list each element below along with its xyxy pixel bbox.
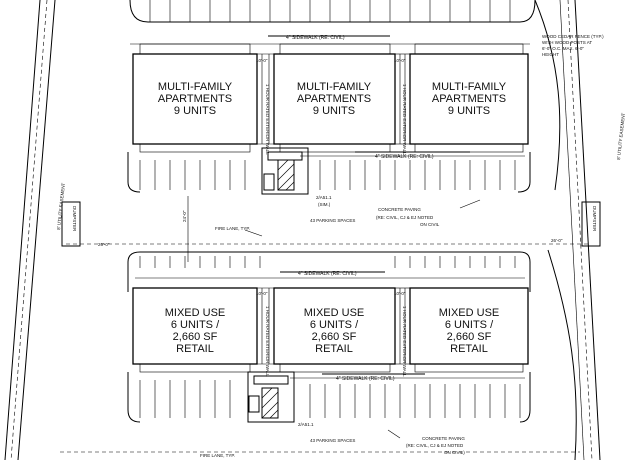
- dumpster-left: DUMPSTER: [61, 201, 81, 247]
- sidewalk-mid: 4" SIDEWALK (RE: CIVIL): [300, 151, 525, 160]
- building-top-2: [273, 53, 396, 145]
- svg-text:WOOD CEDAR FENCE (TYP.): WOOD CEDAR FENCE (TYP.): [542, 34, 604, 39]
- rated-wall-label-t2: 1 HOUR RATED EXTERIOR WALL: [402, 84, 407, 155]
- dim-24: 24'-0": [182, 210, 187, 222]
- building-top-3-line2: APARTMENTS: [432, 93, 506, 105]
- sidewalk-top: 4" SIDEWALK (RE: CIVIL): [130, 35, 530, 45]
- fire-lane-label-bottom: FIRE LANE, TYP.: [200, 453, 235, 458]
- parking-row-mid-top: [127, 152, 531, 193]
- dumpster-right: DUMPSTER: [581, 201, 601, 247]
- building-bottom-3-line2: 6 UNITS /: [445, 319, 494, 331]
- building-bottom-1: [132, 287, 258, 365]
- building-bottom-3: [409, 287, 529, 365]
- building-bottom-3-line3: 2,660 SF: [447, 331, 492, 343]
- building-bottom-3-line4: RETAIL: [450, 343, 488, 355]
- parking-row-top: [129, 0, 536, 23]
- easement-left: 8' UTILITY EASEMENT: [56, 182, 66, 230]
- building-bottom-1-line4: RETAIL: [176, 343, 214, 355]
- paving-note-2: (RE: CIVIL, CJ & EJ NOTED: [376, 215, 434, 220]
- paving-note-b2: (RE: CIVIL, CJ & EJ NOTED: [406, 443, 464, 448]
- building-bottom-1-line1: MIXED USE: [165, 307, 226, 319]
- drive-aisle: 24'-0" 26'-0" 26'-0" FIRE LANE, TYP. 43 …: [66, 196, 590, 262]
- building-block-top: 1 HOUR RATED EXTERIOR WALL 1 HOUR RATED …: [132, 43, 529, 155]
- rated-wall-label-b1: 1 HOUR RATED EXTERIOR WALL: [265, 306, 270, 377]
- building-bottom-3-line1: MIXED USE: [439, 307, 500, 319]
- building-bottom-2-line4: RETAIL: [315, 343, 353, 355]
- detail-ref-bottom: 2/A51.1: [298, 422, 314, 427]
- sidewalk-lower: 4" SIDEWALK (RE: CIVIL): [135, 271, 525, 279]
- site-boundary: [4, 0, 601, 460]
- fence-note: WOOD CEDAR FENCE (TYP.) WITH WOOD POSTS …: [542, 34, 604, 57]
- parking-count-top: 43 PARKING SPACES: [310, 218, 355, 223]
- fire-lane-label: FIRE LANE, TYP.: [215, 226, 250, 231]
- sidewalk-label-mid: 4" SIDEWALK (RE: CIVIL): [375, 154, 434, 160]
- paving-note-b3: ON CIVIL): [444, 450, 465, 455]
- svg-text:6'-0" O.C. MAX. 6'-0": 6'-0" O.C. MAX. 6'-0": [542, 46, 584, 51]
- building-bottom-2-line3: 2,660 SF: [312, 331, 357, 343]
- svg-text:HEIGHT: HEIGHT: [542, 52, 559, 57]
- building-top-3: [409, 53, 529, 145]
- building-top-1-line1: MULTI-FAMILY: [158, 81, 233, 93]
- bottom-notes: 43 PARKING SPACES CONCRETE PAVING (RE: C…: [60, 429, 580, 458]
- building-top-1: [132, 53, 258, 145]
- dumpster-label-right: DUMPSTER: [592, 206, 597, 232]
- building-bottom-1-line3: 2,660 SF: [173, 331, 218, 343]
- wall-dim-b2: 10'-0": [394, 291, 406, 296]
- dumpster-enclosure-top: 2/A51.1 (SIM.): [261, 147, 332, 207]
- building-bottom-2-line1: MIXED USE: [304, 307, 365, 319]
- dim-26-right: 26'-0": [551, 238, 563, 243]
- building-top-2-line2: APARTMENTS: [297, 93, 371, 105]
- building-top-1-line2: APARTMENTS: [158, 93, 232, 105]
- building-top-2-line1: MULTI-FAMILY: [297, 81, 372, 93]
- building-top-2-line3: 9 UNITS: [313, 105, 355, 117]
- building-top-3-line3: 9 UNITS: [448, 105, 490, 117]
- building-bottom-1-line2: 6 UNITS /: [171, 319, 220, 331]
- building-block-bottom: 1 HOUR RATED EXTERIOR WALL 1 HOUR RATED …: [132, 287, 529, 377]
- rated-wall-label-t1: 1 HOUR RATED EXTERIOR WALL: [265, 84, 270, 155]
- building-top-1-line3: 9 UNITS: [174, 105, 216, 117]
- dumpster-label-left: DUMPSTER: [72, 206, 77, 232]
- sidewalk-bottom: 4" SIDEWALK (RE: CIVIL): [290, 373, 525, 382]
- easement-right: 8' UTILITY EASEMENT: [616, 112, 626, 160]
- wall-dim-t2: 10'-0": [394, 58, 406, 63]
- building-bottom-2-line2: 6 UNITS /: [310, 319, 359, 331]
- detail-sim-top: (SIM.): [318, 202, 331, 207]
- parking-count-bottom: 43 PARKING SPACES: [310, 438, 355, 443]
- dim-26-left: 26'-0": [98, 242, 110, 247]
- paving-note-b1: CONCRETE PAVING: [422, 436, 465, 441]
- parking-row-mid-bottom: [127, 251, 531, 292]
- detail-ref-top: 2/A51.1: [316, 195, 332, 200]
- sidewalk-label-lower: 4" SIDEWALK (RE: CIVIL): [298, 271, 357, 277]
- dumpster-enclosure-bottom: 2/A51.1: [247, 371, 314, 427]
- building-top-3-line1: MULTI-FAMILY: [432, 81, 507, 93]
- paving-note-3: ON CIVIL: [420, 222, 440, 227]
- svg-text:WITH WOOD POSTS AT: WITH WOOD POSTS AT: [542, 40, 592, 45]
- sidewalk-label-top: 4" SIDEWALK (RE: CIVIL): [286, 35, 345, 41]
- wall-dim-t1: 10'-0": [256, 58, 268, 63]
- building-bottom-2: [273, 287, 396, 365]
- rated-wall-label-b2: 1 HOUR RATED EXTERIOR WALL: [402, 306, 407, 377]
- paving-note-1: CONCRETE PAVING: [378, 207, 421, 212]
- wall-dim-b1: 10'-0": [256, 291, 268, 296]
- parking-row-bottom: [127, 372, 531, 423]
- sidewalk-label-bottom: 4" SIDEWALK (RE: CIVIL): [336, 376, 395, 382]
